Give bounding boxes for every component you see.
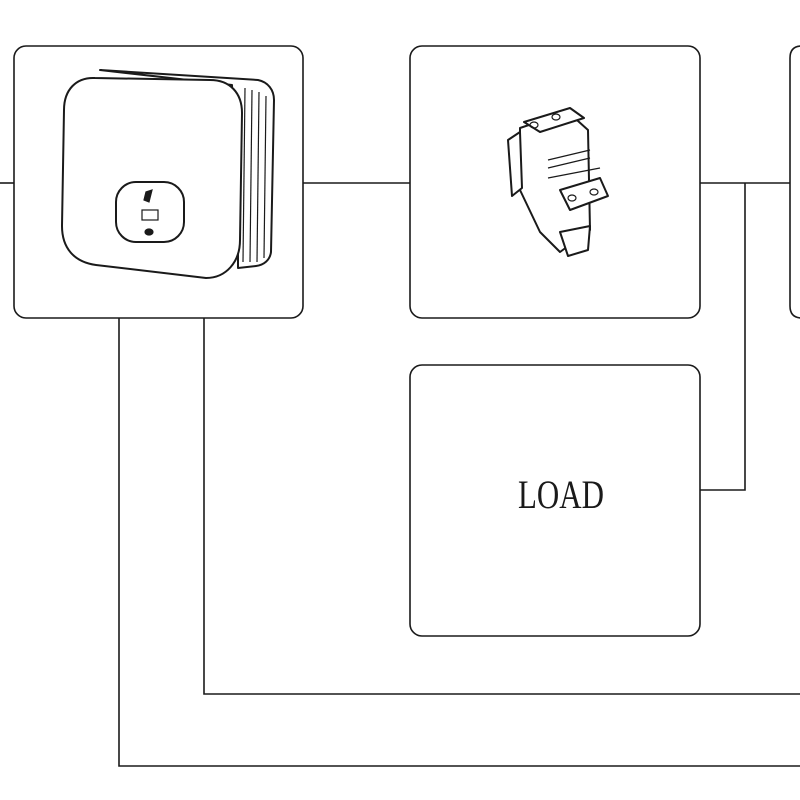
circuit-breaker-icon — [507, 107, 609, 257]
connection-wires — [0, 182, 800, 767]
wire-junction-to-load — [700, 183, 746, 491]
right-edge-box-frame — [789, 45, 800, 319]
right-edge-box — [789, 45, 800, 319]
load-label: LOAD — [518, 472, 604, 517]
inverter-device-icon — [61, 69, 275, 279]
load-box-frame — [409, 364, 701, 637]
load-box: LOAD — [409, 364, 701, 637]
wire-inverter-bottom-inner — [203, 318, 800, 695]
wire-inverter-bottom-outer — [118, 318, 800, 767]
inverter-box — [13, 45, 304, 319]
breaker-box — [409, 45, 701, 319]
